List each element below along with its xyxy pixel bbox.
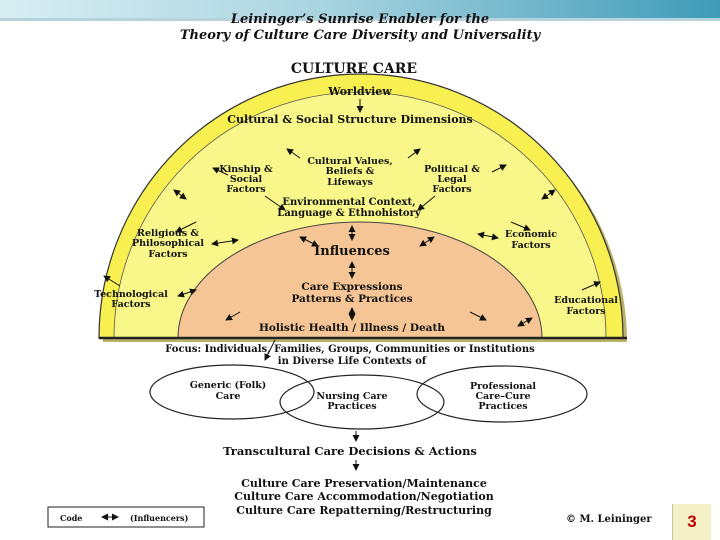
care-expressions-line-1: Care Expressions [301, 281, 402, 293]
kinship-line-1: Kinship & [219, 164, 273, 175]
arrow-political-out [491, 164, 507, 173]
technological-line-1: Technological [94, 289, 168, 300]
diagram-title-line2: Theory of Culture Care Diversity and Uni… [179, 28, 541, 43]
influences-core [177, 221, 543, 339]
educational-line-2: Factors [566, 306, 605, 317]
arrow-religious-core [211, 237, 239, 247]
professional-line-2: Care–Cure [475, 391, 530, 402]
generic-line-1: Generic (Folk) [190, 380, 267, 391]
generic-care-circle [149, 364, 315, 420]
arrow-influence-left [299, 236, 319, 247]
political-factors: Political & Legal Factors [424, 164, 480, 195]
slide-header-accent [0, 0, 720, 18]
technological-factors: Technological Factors [94, 289, 168, 310]
arrow-core-left [225, 311, 241, 321]
worldview-label: Worldview [327, 85, 392, 98]
bottom-cutoff [110, 532, 570, 540]
influences-label: Influences [314, 244, 390, 259]
arrow-values-right [407, 148, 421, 159]
religious-line-1: Religious & [137, 228, 199, 239]
copyright-notice: © M. Leininger [566, 514, 652, 525]
educational-factors: Educational Factors [554, 295, 618, 317]
page-number: 3 [687, 512, 697, 531]
action-repatterning: Culture Care Repatterning/Restructuring [236, 504, 492, 517]
economic-line-1: Economic [505, 229, 557, 240]
arrow-kinship-env [264, 195, 286, 211]
action-accommodation: Culture Care Accommodation/Negotiation [234, 490, 494, 503]
religious-factors: Religious & Philosophical Factors [132, 228, 204, 260]
focus-line-2: in Diverse Life Contexts of [278, 356, 427, 367]
political-line-1: Political & [424, 164, 480, 175]
diagram-title-line1: Leininger’s Sunrise Enabler for the [230, 12, 490, 27]
holistic-label: Holistic Health / Illness / Death [259, 322, 445, 334]
dimensions-label: Cultural & Social Structure Dimensions [227, 113, 472, 126]
arrow-edu-core [517, 317, 533, 327]
care-expressions-line-2: Patterns & Practices [291, 293, 412, 305]
arrow-edu-out [581, 281, 601, 291]
educational-line-1: Educational [554, 295, 618, 306]
religious-line-3: Factors [148, 249, 187, 260]
professional-line-1: Professional [470, 381, 536, 392]
economic-factors: Economic Factors [505, 229, 557, 251]
kinship-factors: Kinship & Social Factors [219, 164, 273, 195]
religious-line-2: Philosophical [132, 238, 204, 249]
code-text: (Influencers) [130, 513, 189, 523]
decisions-label: Transcultural Care Decisions & Actions [223, 444, 477, 458]
arrow-kinship-in [212, 167, 229, 176]
arrow-economic-in [510, 221, 531, 231]
kinship-line-3: Factors [226, 184, 265, 195]
arrow-economic-core [477, 231, 499, 241]
page-number-box: 3 [672, 504, 711, 540]
culture-care-header: CULTURE CARE [291, 61, 417, 77]
political-line-3: Factors [432, 184, 471, 195]
code-label: Code [60, 513, 82, 523]
arrow-left-upper [173, 189, 187, 200]
professional-line-3: Practices [478, 401, 527, 412]
arrow-tech-out [103, 275, 121, 287]
cultural-values-factors: Cultural Values, Beliefs & Lifeways [307, 156, 392, 188]
economic-line-2: Factors [511, 240, 550, 251]
values-line-2: Beliefs & [326, 166, 375, 177]
arrow-religious-in [175, 221, 197, 233]
arrow-influence-right [419, 236, 435, 247]
code-legend-box [47, 506, 205, 528]
arrow-political-env [417, 195, 436, 211]
slide-header-rule [0, 18, 720, 21]
focus-line-1: Focus: Individuals, Families, Groups, Co… [165, 344, 535, 355]
professional-care-circle [416, 365, 588, 423]
nursing-line-2: Practices [327, 401, 376, 412]
environmental-line-1: Environmental Context, [282, 197, 415, 208]
environmental-line-2: Language & Ethnohistory [277, 208, 422, 219]
political-line-2: Legal [437, 174, 467, 185]
arrow-right-upper [541, 189, 556, 200]
arrow-values-up [286, 148, 301, 159]
arrow-tech-core [177, 288, 197, 298]
generic-line-2: Care [216, 391, 241, 402]
kinship-line-2: Social [230, 174, 263, 185]
influence-arrows [103, 148, 601, 327]
arrow-focus-left [264, 339, 276, 361]
values-line-1: Cultural Values, [307, 156, 392, 167]
nursing-care-circle [279, 374, 445, 430]
technological-line-2: Factors [111, 299, 150, 310]
arrow-core-right [469, 311, 487, 321]
values-line-3: Lifeways [327, 177, 373, 188]
nursing-line-1: Nursing Care [316, 391, 387, 402]
action-preservation: Culture Care Preservation/Maintenance [241, 477, 487, 490]
